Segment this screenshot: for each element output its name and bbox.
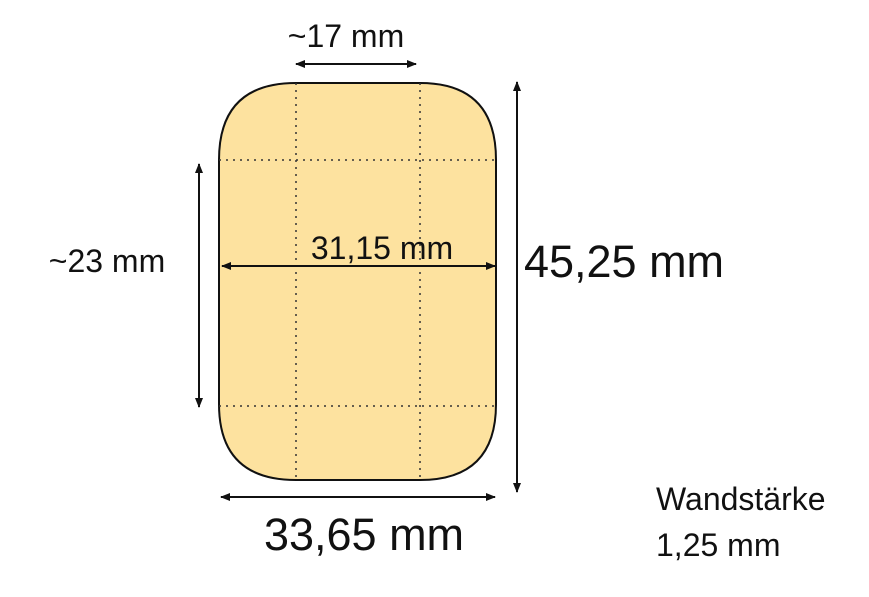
dimension-arrows (195, 60, 521, 501)
inner-width-label: 31,15 mm (311, 230, 453, 266)
cross-section-shape (218, 82, 497, 481)
left-height-label: ~23 mm (49, 243, 165, 279)
wall-thickness-value: 1,25 mm (656, 527, 780, 563)
construction-lines (219, 83, 496, 480)
top-width-label: ~17 mm (288, 18, 404, 54)
total-height-label: 45,25 mm (524, 236, 724, 287)
outer-width-label: 33,65 mm (264, 509, 464, 560)
wall-thickness-title: Wandstärke (656, 481, 826, 517)
